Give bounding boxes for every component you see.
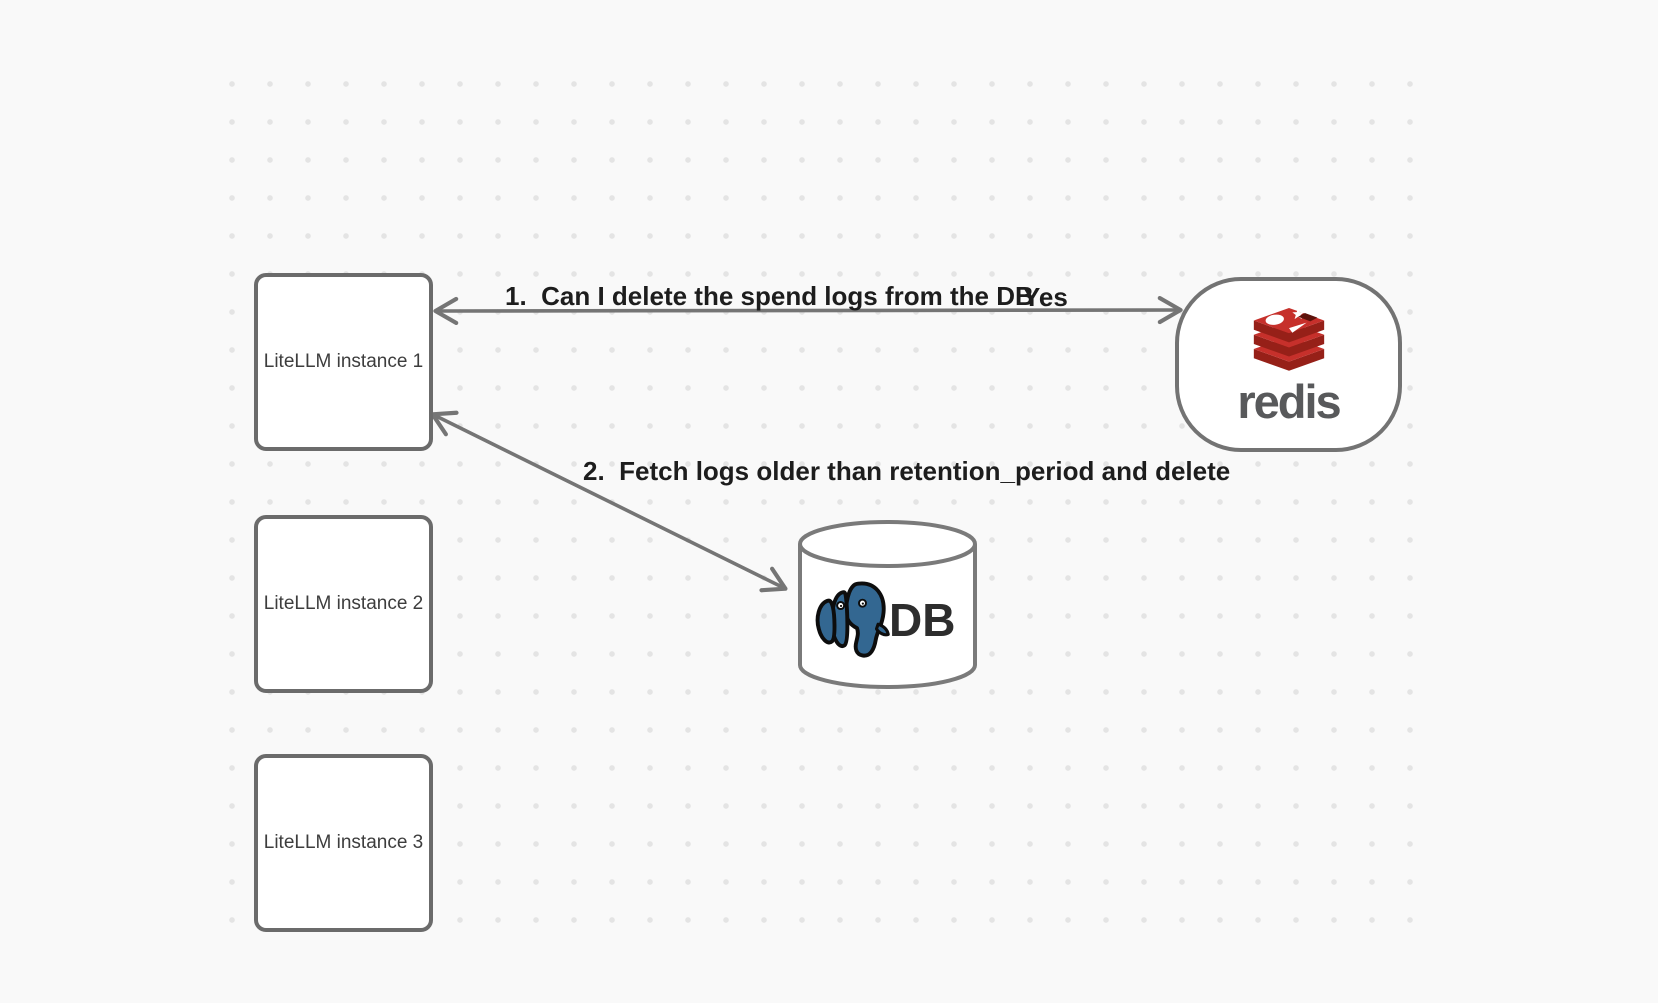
node-db: DB — [797, 519, 978, 692]
postgres-elephant-icon — [815, 581, 890, 658]
node-litellm-instance-2: LiteLLM instance 2 — [254, 515, 433, 693]
edge-2-label: 2. Fetch logs older than retention_perio… — [583, 456, 1231, 486]
node-redis: redis — [1175, 277, 1402, 452]
db-label: DB — [889, 594, 955, 646]
node-litellm-instance-1-label: LiteLLM instance 1 — [263, 351, 424, 372]
redis-logo-icon — [1253, 307, 1324, 371]
edge-1-response-label: Yes — [1023, 282, 1068, 312]
node-litellm-instance-3: LiteLLM instance 3 — [254, 754, 433, 932]
db-cylinder: DB — [798, 520, 977, 689]
node-litellm-instance-2-label: LiteLLM instance 2 — [263, 593, 424, 614]
node-litellm-instance-3-label: LiteLLM instance 3 — [263, 832, 424, 853]
edge-2-double-arrow — [430, 410, 788, 593]
redis-wordmark: redis — [1237, 374, 1341, 428]
node-litellm-instance-1: LiteLLM instance 1 — [254, 273, 433, 451]
edge-1-double-arrow — [433, 295, 1183, 326]
edge-1-label: 1. Can I delete the spend logs from the … — [505, 281, 1034, 311]
